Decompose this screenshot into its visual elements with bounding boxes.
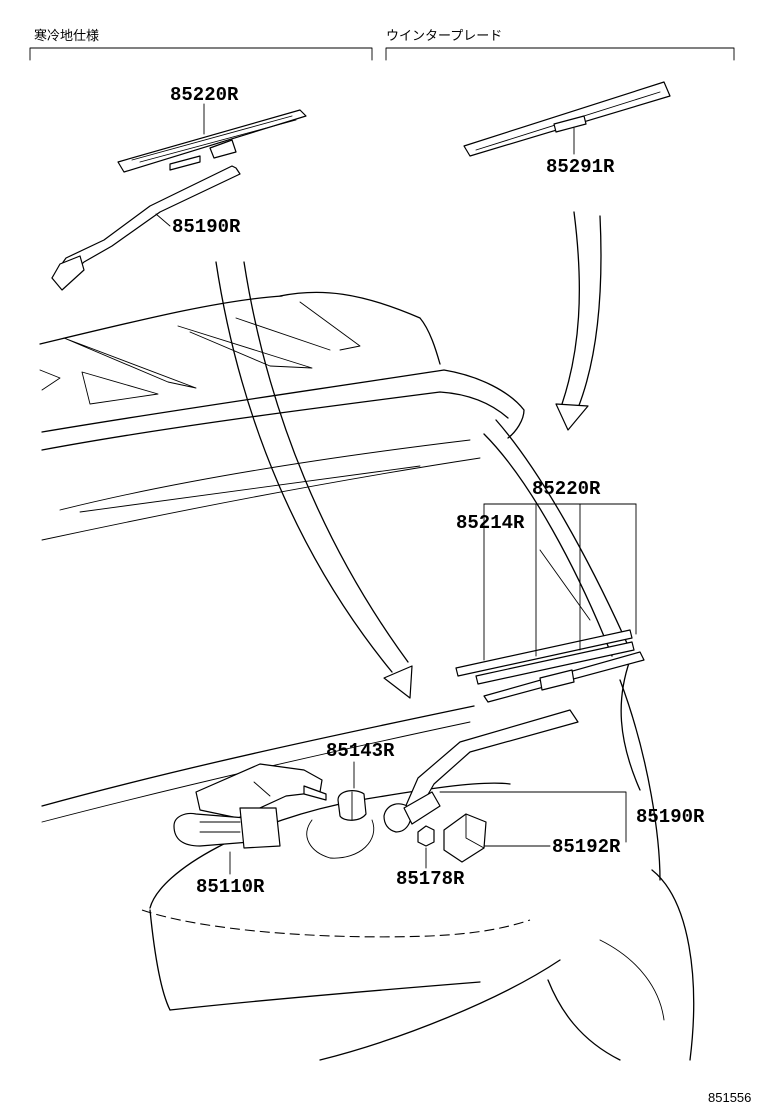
label-85214R: 85214R	[456, 512, 525, 534]
cold-region-bracket	[29, 47, 373, 61]
wiper-arm-nut	[417, 825, 435, 847]
cold-wiper-blade	[117, 109, 307, 173]
arrow-left-curve	[215, 261, 413, 699]
label-85192R: 85192R	[552, 836, 621, 858]
cold-wiper-arm	[51, 165, 241, 291]
label-85291R: 85291R	[546, 156, 615, 178]
rear-wiper-arm	[383, 709, 579, 833]
leaders-85220R-mid	[483, 503, 637, 661]
arm-head-cover	[443, 813, 487, 863]
winter-blade-heading: ウインタープレード	[386, 29, 502, 44]
cold-region-heading: 寒冷地仕様	[34, 28, 99, 44]
vehicle-rear-body	[39, 291, 695, 1061]
label-85110R: 85110R	[196, 876, 265, 898]
label-85143R: 85143R	[326, 740, 395, 762]
pivot-grommet	[337, 790, 367, 821]
label-85220R-mid: 85220R	[532, 478, 601, 500]
blade-assembly	[455, 629, 645, 703]
leader-85190R-right	[439, 791, 627, 843]
winter-blade-bracket	[385, 47, 735, 61]
label-85190R-top: 85190R	[172, 216, 241, 238]
winter-wiper-blade	[463, 81, 671, 157]
arrow-right-curve	[555, 211, 602, 431]
label-85190R-right: 85190R	[636, 806, 705, 828]
wiper-motor	[173, 763, 327, 849]
leader-85190R-top	[155, 213, 171, 227]
label-85220R-top: 85220R	[170, 84, 239, 106]
label-85178R: 85178R	[396, 868, 465, 890]
figure-number: 851556	[708, 1090, 751, 1105]
